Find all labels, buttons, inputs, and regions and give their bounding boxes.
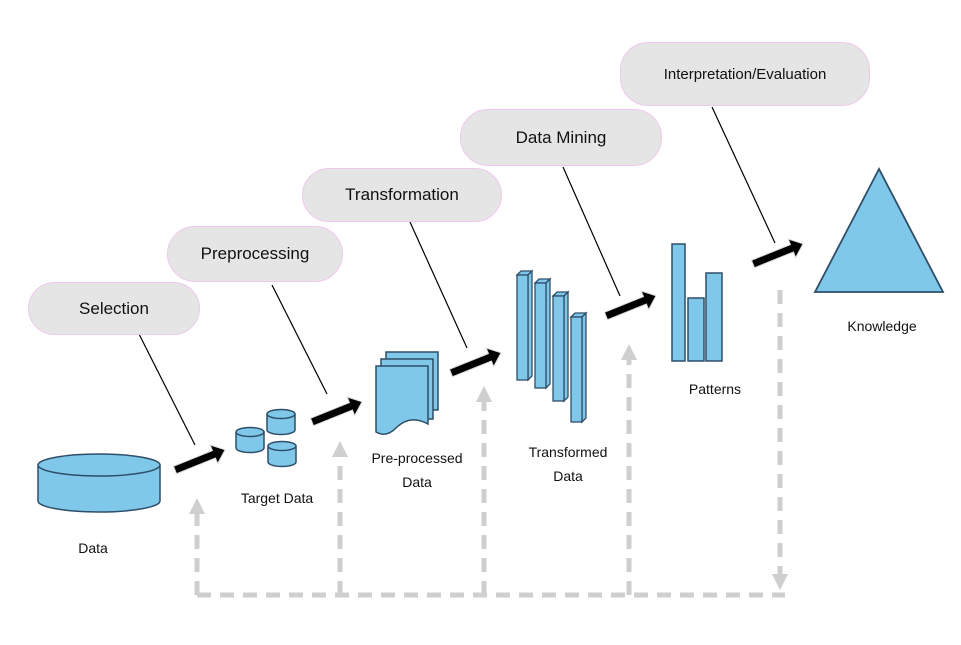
preprocessed-documents-icon: [375, 351, 439, 435]
step-selection-label: Selection: [79, 298, 149, 318]
process-arrows: [172, 238, 804, 475]
arrow-data-mining: [603, 290, 657, 321]
leader-lines: [138, 106, 776, 446]
pattern-bar-2: [687, 297, 705, 362]
arrow-selection: [172, 444, 226, 475]
feedback-arrowheads: [189, 344, 788, 590]
column-2: [533, 277, 552, 390]
pattern-bar-1: [671, 243, 686, 362]
label-knowledge: Knowledge: [847, 318, 917, 334]
transformed-data-columns-icon: [515, 269, 588, 424]
label-data: Data: [78, 540, 108, 556]
label-preprocessed-data: Pre-processed Data: [371, 450, 463, 490]
feedback-up-arrowhead-1: [189, 498, 205, 514]
data-database-icon: [37, 453, 161, 513]
step-selection: Selection: [28, 282, 200, 335]
label-transformed-data: Transformed Data: [528, 444, 608, 484]
step-transformation-label: Transformation: [345, 185, 459, 204]
feedback-down-arrowhead: [772, 574, 788, 590]
small-cylinder-3: [267, 440, 297, 468]
pattern-bar-3: [705, 272, 723, 362]
step-data-mining: Data Mining: [460, 109, 662, 166]
target-data-icon: [235, 408, 297, 468]
label-patterns: Patterns: [688, 381, 742, 397]
feedback-up-arrowhead-2: [332, 441, 348, 457]
column-1: [515, 269, 534, 382]
step-interpretation-evaluation: Interpretation/Evaluation: [620, 42, 870, 106]
arrow-preprocessing: [309, 396, 363, 427]
column-3: [551, 290, 570, 403]
step-preprocessing-label: Preprocessing: [200, 244, 310, 263]
feedback-up-arrowhead-3: [476, 386, 492, 402]
column-4: [569, 311, 588, 424]
label-target-data: Target Data: [240, 490, 314, 506]
step-interpretation-label: Interpretation/Evaluation: [663, 65, 827, 83]
step-preprocessing: Preprocessing: [167, 226, 343, 282]
small-cylinder-1: [266, 408, 296, 436]
arrow-interpretation: [750, 238, 804, 269]
feedback-loop: [194, 290, 785, 598]
step-data-mining-label: Data Mining: [515, 127, 607, 147]
feedback-up-arrowhead-4: [621, 344, 637, 360]
step-transformation: Transformation: [302, 168, 502, 222]
small-cylinder-2: [235, 426, 265, 454]
patterns-bars-icon: [671, 243, 723, 362]
knowledge-triangle-icon: [813, 167, 945, 293]
arrow-transformation: [448, 347, 502, 378]
